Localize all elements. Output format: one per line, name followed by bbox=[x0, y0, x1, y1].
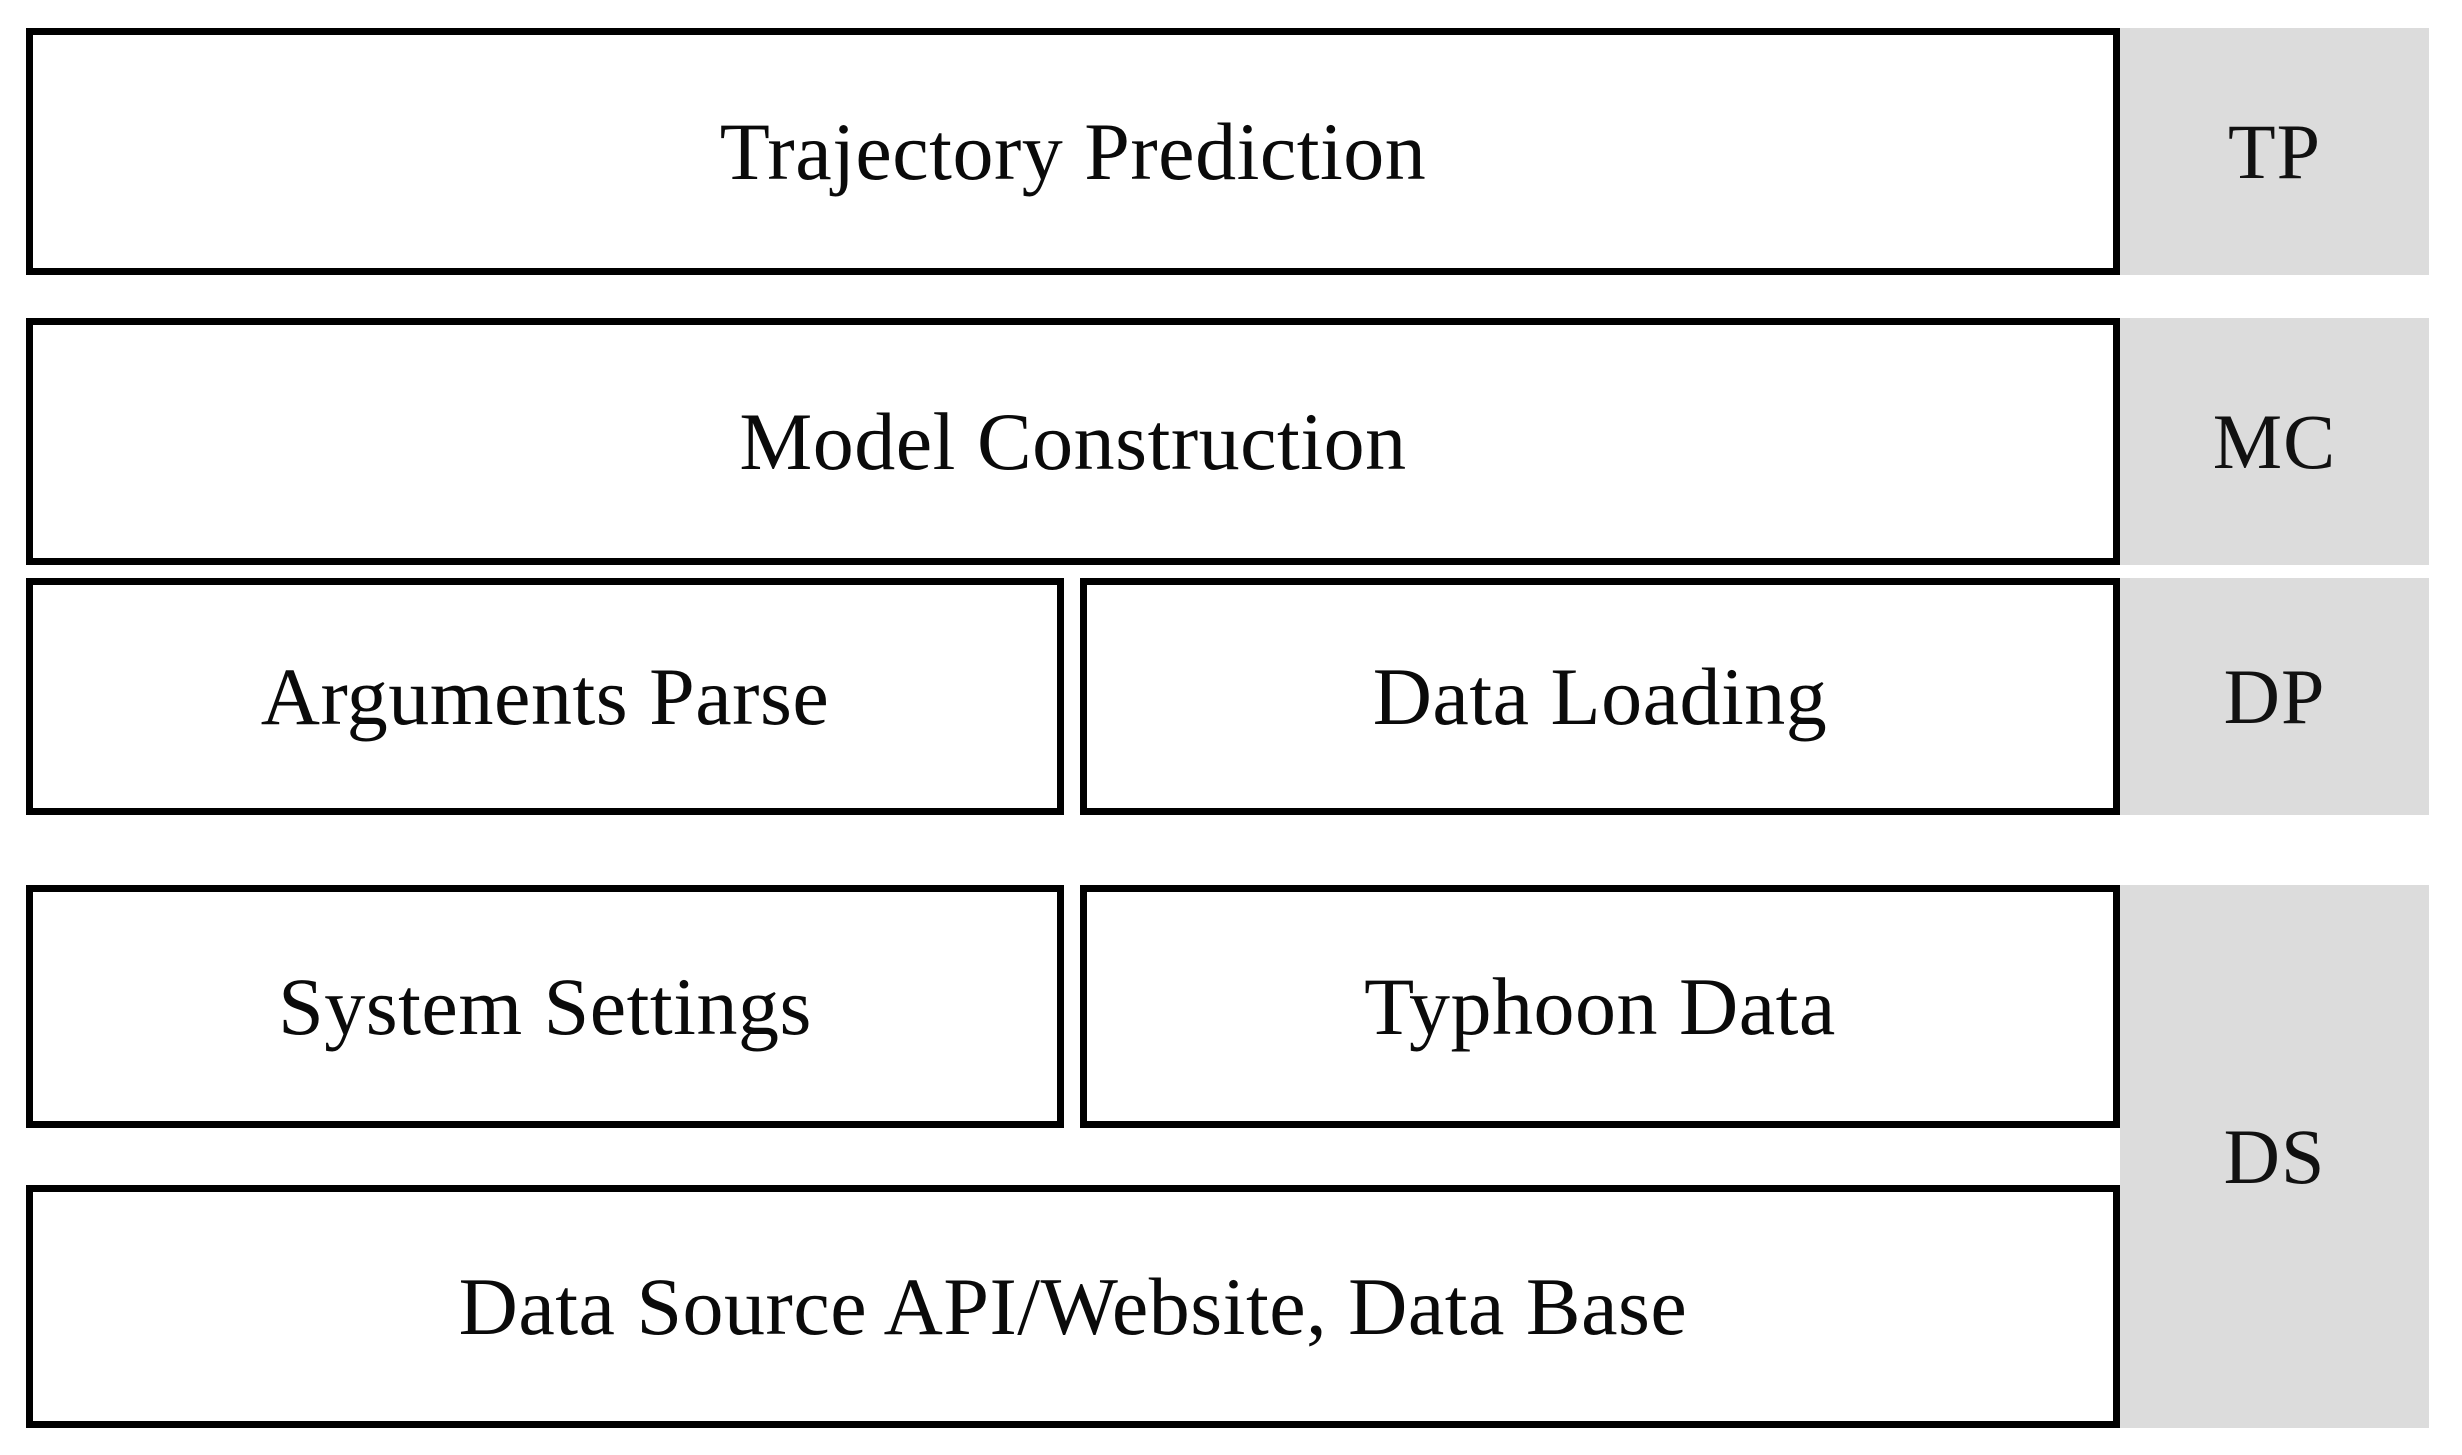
module-label-system-settings: System Settings bbox=[278, 960, 812, 1052]
module-box-data-loading: Data Loading bbox=[1080, 578, 2120, 815]
module-box-typhoon-data: Typhoon Data bbox=[1080, 885, 2120, 1128]
module-box-data-source: Data Source API/Website, Data Base bbox=[26, 1185, 2120, 1428]
module-label-trajectory-prediction: Trajectory Prediction bbox=[719, 105, 1427, 197]
module-label-data-source: Data Source API/Website, Data Base bbox=[458, 1260, 1688, 1352]
layer-tag-label-mc: MC bbox=[2212, 397, 2337, 485]
layer-tag-label-dp: DP bbox=[2223, 652, 2326, 740]
module-label-model-construction: Model Construction bbox=[739, 395, 1407, 487]
module-label-arguments-parse: Arguments Parse bbox=[260, 650, 830, 742]
layer-tag-tp: TP bbox=[2120, 28, 2429, 275]
module-label-typhoon-data: Typhoon Data bbox=[1364, 960, 1836, 1052]
layer-tag-label-ds: DS bbox=[2223, 1112, 2326, 1200]
module-box-trajectory-prediction: Trajectory Prediction bbox=[26, 28, 2120, 275]
layer-tag-ds: DS bbox=[2120, 885, 2429, 1428]
layer-tag-mc: MC bbox=[2120, 318, 2429, 565]
module-label-data-loading: Data Loading bbox=[1372, 650, 1828, 742]
module-box-system-settings: System Settings bbox=[26, 885, 1064, 1128]
layer-tag-label-tp: TP bbox=[2227, 107, 2322, 195]
layer-tag-dp: DP bbox=[2120, 578, 2429, 815]
module-box-model-construction: Model Construction bbox=[26, 318, 2120, 565]
module-box-arguments-parse: Arguments Parse bbox=[26, 578, 1064, 815]
